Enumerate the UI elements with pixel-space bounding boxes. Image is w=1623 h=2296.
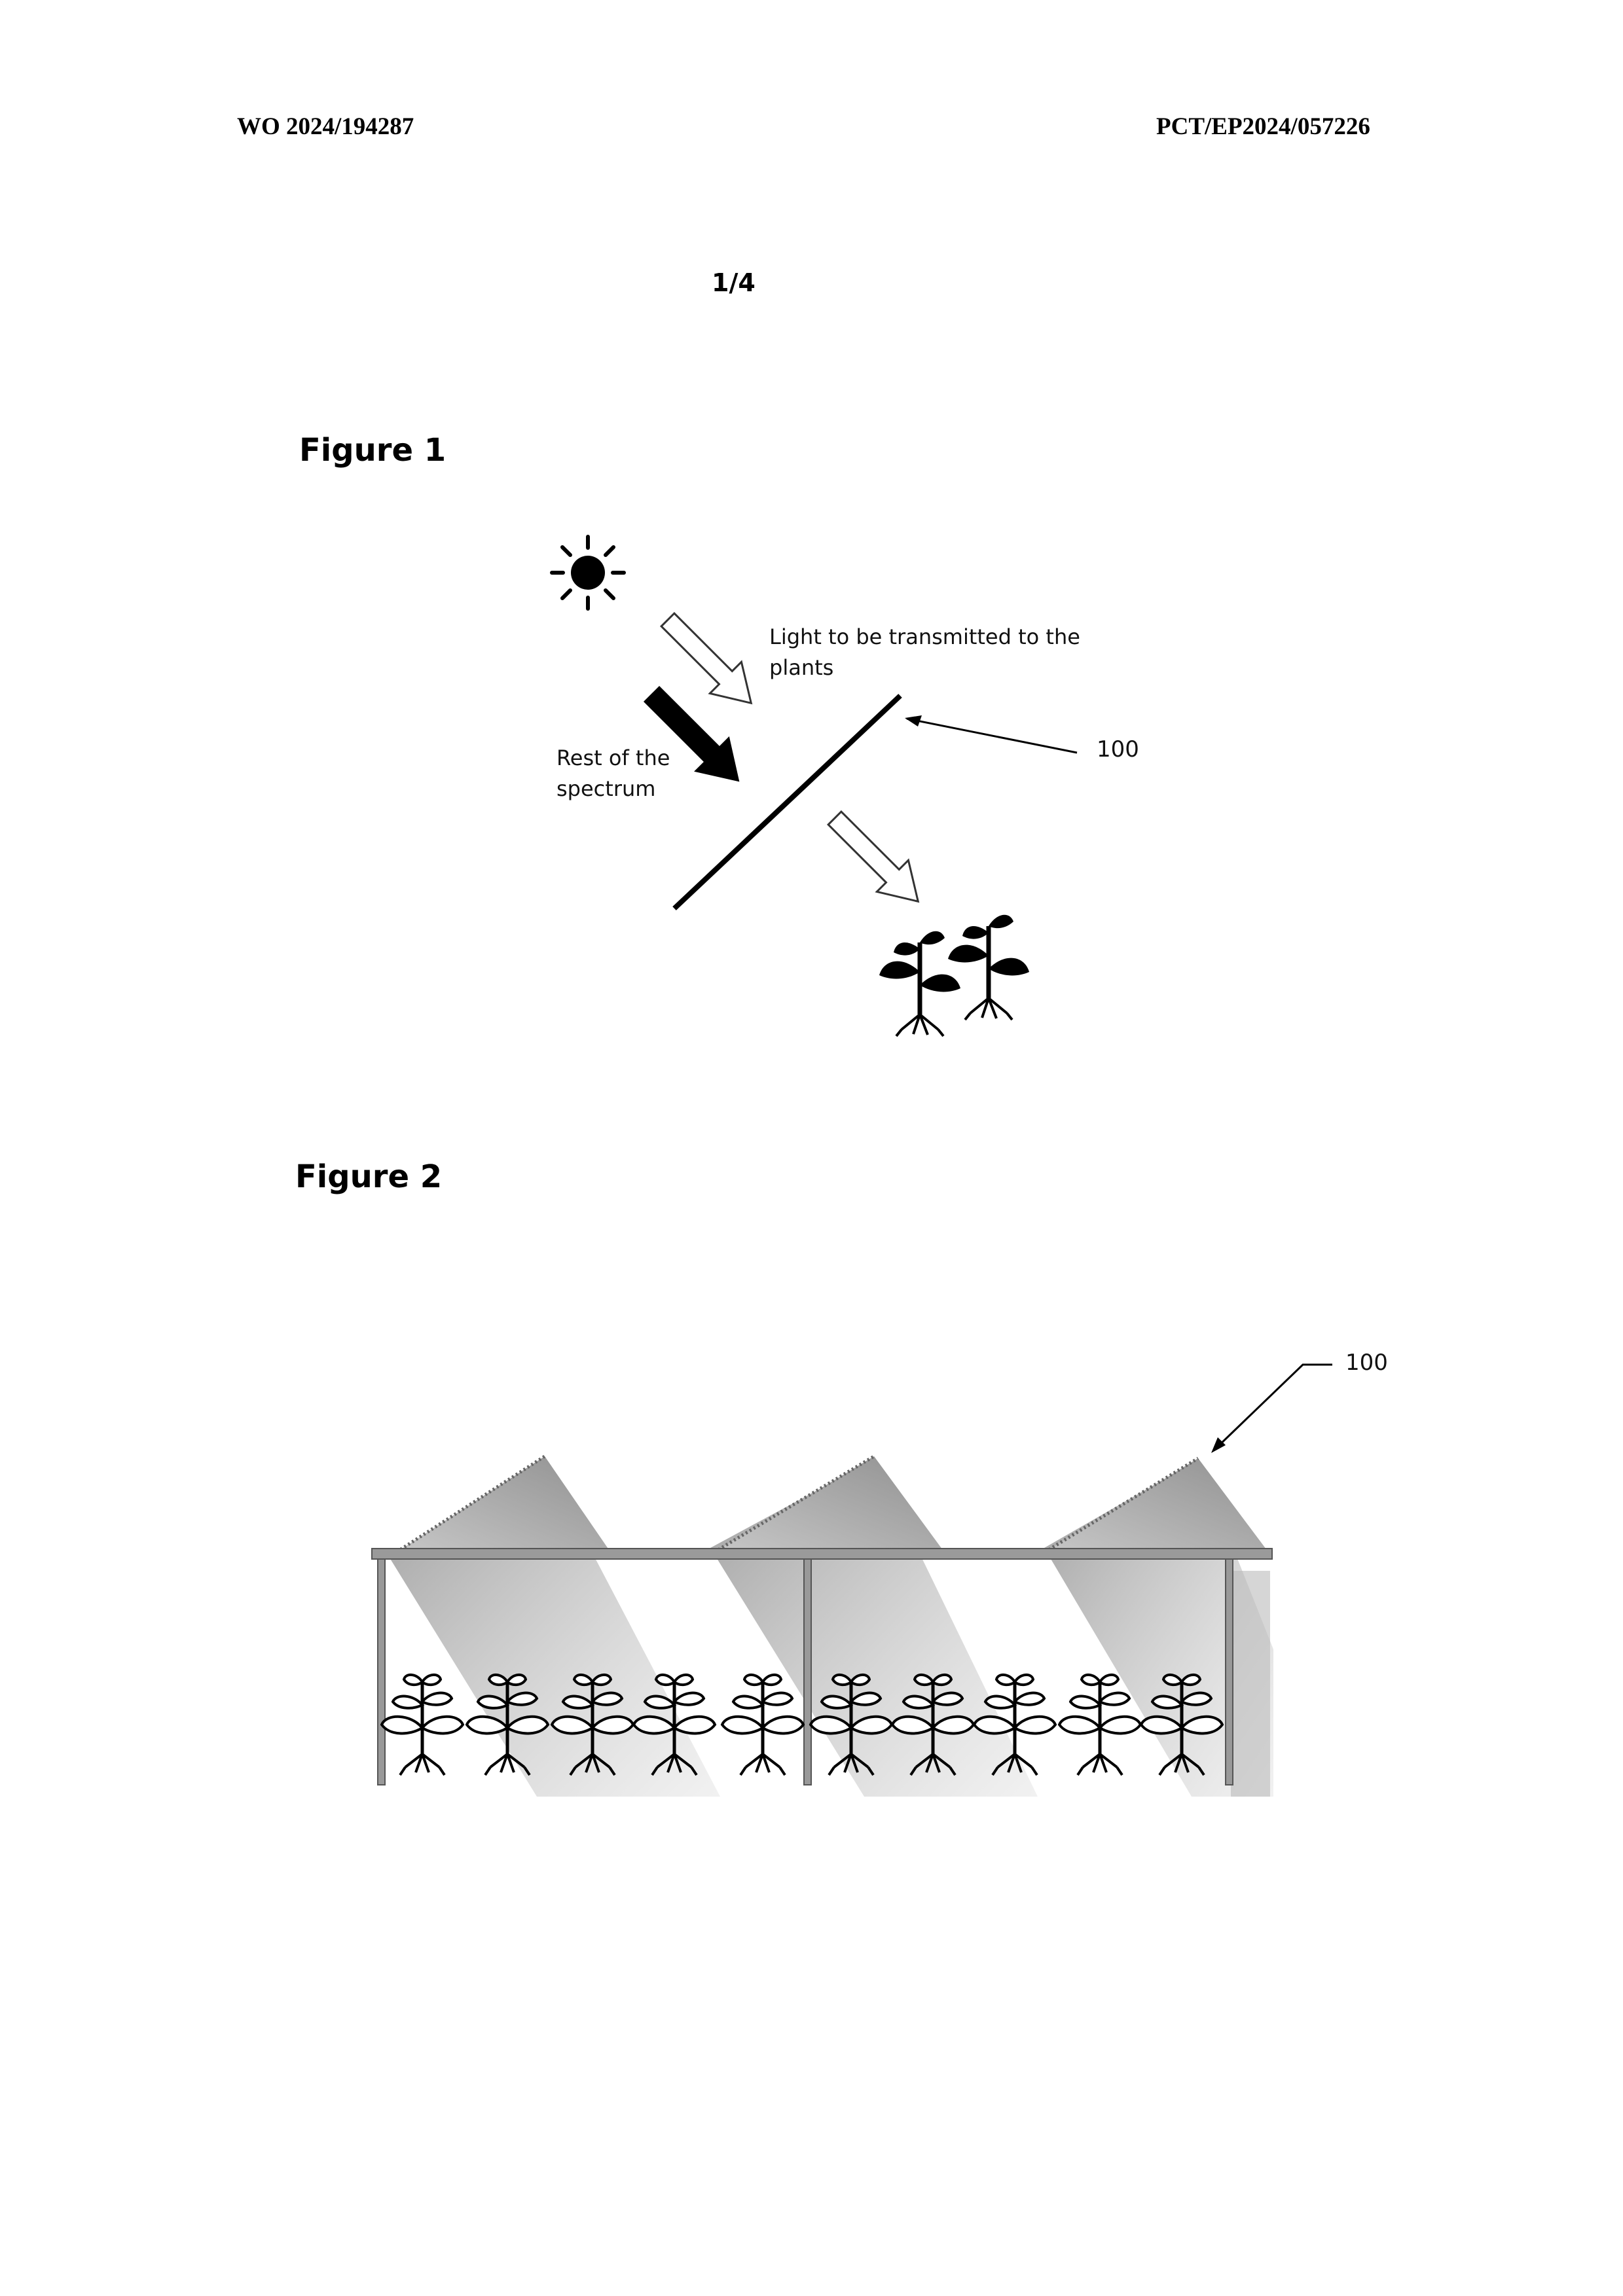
plant-icon bbox=[382, 1675, 463, 1775]
roof-panel bbox=[1041, 1458, 1270, 1554]
greenhouse-post bbox=[804, 1559, 811, 1785]
reference-leader-fig2 bbox=[1211, 1365, 1332, 1453]
greenhouse-side-wall bbox=[1231, 1571, 1270, 1797]
greenhouse-post bbox=[1226, 1559, 1233, 1785]
roof-panel bbox=[710, 1456, 946, 1554]
plant-icon bbox=[722, 1675, 803, 1775]
roof-panel bbox=[393, 1456, 612, 1554]
greenhouse-roof-beam bbox=[372, 1549, 1272, 1559]
plant-icon bbox=[1059, 1675, 1140, 1775]
greenhouse-post bbox=[378, 1559, 385, 1785]
